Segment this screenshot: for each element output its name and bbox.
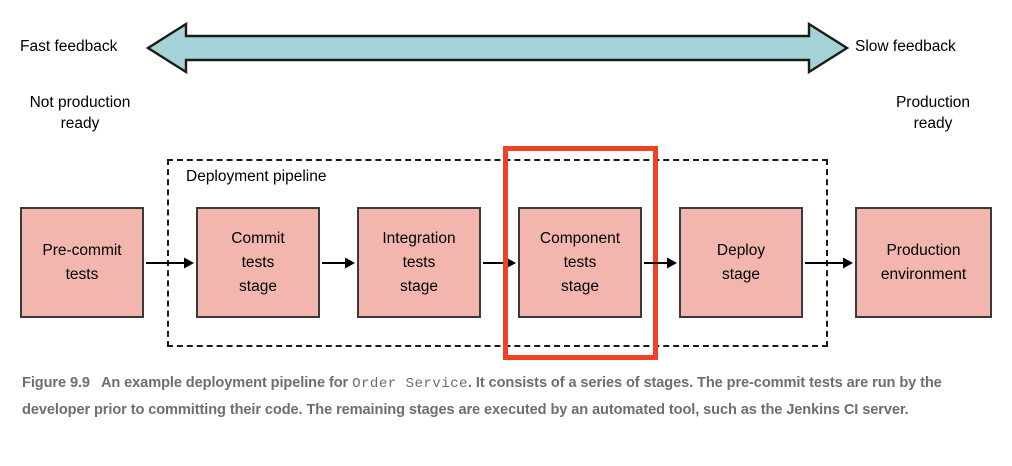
- connector-arrow-icon-1: [146, 257, 194, 269]
- figure-caption-lead: Figure 9.9: [22, 375, 90, 391]
- deployment-pipeline-label: Deployment pipeline: [183, 168, 330, 186]
- figure-caption-text-1: An example deployment pipeline for: [100, 375, 353, 391]
- connector-arrow-icon-2: [322, 257, 355, 269]
- stage-box-integration-tests-stage[interactable]: Integration tests stage: [357, 207, 481, 318]
- connector-arrow-icon-4: [644, 257, 677, 269]
- fast-feedback-label: Fast feedback: [20, 38, 118, 55]
- stage-box-production-environment[interactable]: Production environment: [855, 207, 992, 318]
- stage-box-commit-tests-stage[interactable]: Commit tests stage: [196, 207, 320, 318]
- deployment-pipeline-boundary: [167, 159, 828, 347]
- stage-box-pre-commit-tests[interactable]: Pre-commit tests: [20, 207, 144, 318]
- component-tests-highlight-box: [503, 146, 658, 360]
- slow-feedback-label: Slow feedback: [855, 38, 956, 55]
- figure-caption: Figure 9.9 An example deployment pipeline…: [22, 371, 992, 423]
- stage-box-deploy-stage[interactable]: Deploy stage: [679, 207, 803, 318]
- not-production-ready-label: Not production ready: [29, 94, 131, 132]
- production-ready-label: Production ready: [895, 94, 971, 132]
- connector-arrow-icon-3: [483, 257, 516, 269]
- feedback-double-arrow-icon: [145, 21, 850, 75]
- connector-arrow-icon-5: [805, 257, 853, 269]
- figure-caption-text-2: . It consists of a series of stages. The…: [22, 375, 942, 418]
- figure-caption-code: Order Service: [352, 376, 468, 392]
- stage-box-component-tests-stage[interactable]: Component tests stage: [518, 207, 642, 318]
